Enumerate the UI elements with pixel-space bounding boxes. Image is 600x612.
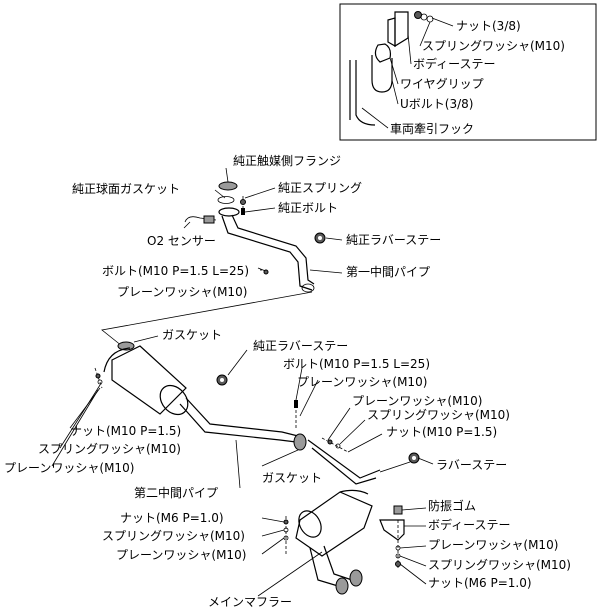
label-gasket: ガスケット — [162, 328, 222, 342]
label-spring-washer-2: スプリングワッシャ(M10) — [367, 408, 510, 422]
label-main-muffler: メインマフラー — [208, 595, 292, 609]
label-spring-washer-r: スプリングワッシャ(M10) — [428, 558, 571, 572]
label-plain-washer-l: プレーンワッシャ(M10) — [116, 548, 246, 562]
label-bolt: 純正ボルト — [278, 201, 338, 215]
label-nut-m6-l: ナット(M6 P=1.0) — [120, 511, 224, 525]
label-u-bolt: Uボルト(3/8) — [400, 97, 473, 111]
label-plain-washer-r: プレーンワッシャ(M10) — [428, 538, 558, 552]
label-anti-vibration-rubber: 防振ゴム — [428, 498, 476, 513]
label-rubber-stay: 純正ラバーステー — [346, 233, 441, 247]
rear-section: 防振ゴム ボディーステー プレーンワッシャ(M10) スプリングワッシャ(M10… — [102, 489, 571, 609]
label-wire-grip: ワイヤグリップ — [400, 77, 484, 91]
middle-section: ガスケット 純正ラバーステー ボルト(M10 P=1.5 L=25) プレーンワ… — [4, 328, 510, 500]
label-nut-m10: ナット(M10 P=1.5) — [70, 424, 181, 438]
rubber-mount-icon — [393, 505, 403, 515]
label-plain-washer: プレーンワッシャ(M10) — [117, 285, 247, 299]
label-nut: ナット(3/8) — [456, 19, 521, 33]
label-second-pipe: 第二中間パイプ — [134, 485, 218, 500]
label-body-stay: ボディーステー — [413, 56, 496, 71]
label-spring-washer-l: スプリングワッシャ(M10) — [38, 442, 181, 456]
label-rubber-stay-2: ラバーステー — [436, 458, 507, 472]
label-o2-sensor: O2 センサー — [147, 234, 216, 248]
tailpipe-icon — [335, 577, 349, 595]
front-section: 純正触媒側フランジ 純正球面ガスケット 純正スプリング 純正ボルト O2 センサ… — [72, 154, 441, 299]
label-gasket-2: ガスケット — [262, 471, 322, 485]
flange-icon — [218, 181, 238, 191]
label-tow-hook: 車両牽引フック — [390, 121, 474, 136]
label-body-stay: ボディーステー — [428, 517, 511, 532]
label-nut-m6-r: ナット(M6 P=1.0) — [428, 576, 532, 590]
label-spring: 純正スプリング — [278, 181, 362, 195]
label-spring-washer: スプリングワッシャ(M10) — [422, 39, 565, 53]
label-bolt-m10: ボルト(M10 P=1.5 L=25) — [283, 357, 430, 371]
label-catalyst-flange: 純正触媒側フランジ — [233, 154, 341, 168]
label-rubber-stay: 純正ラバーステー — [253, 339, 348, 353]
label-ball-gasket: 純正球面ガスケット — [72, 182, 180, 196]
label-nut-m10-2: ナット(M10 P=1.5) — [386, 425, 497, 439]
label-spring-washer-l: スプリングワッシャ(M10) — [102, 529, 245, 543]
label-bolt-m10: ボルト(M10 P=1.5 L=25) — [102, 264, 249, 278]
nut-icon — [414, 11, 422, 19]
inset-detail: ナット(3/8) スプリングワッシャ(M10) ボディーステー ワイヤグリップ … — [339, 3, 597, 141]
label-plain-washer-r: プレーンワッシャ(M10) — [297, 375, 427, 389]
label-first-pipe: 第一中間パイプ — [346, 264, 430, 279]
label-plain-washer-l: プレーンワッシャ(M10) — [4, 461, 134, 475]
label-plain-washer-2: プレーンワッシャ(M10) — [352, 394, 482, 408]
